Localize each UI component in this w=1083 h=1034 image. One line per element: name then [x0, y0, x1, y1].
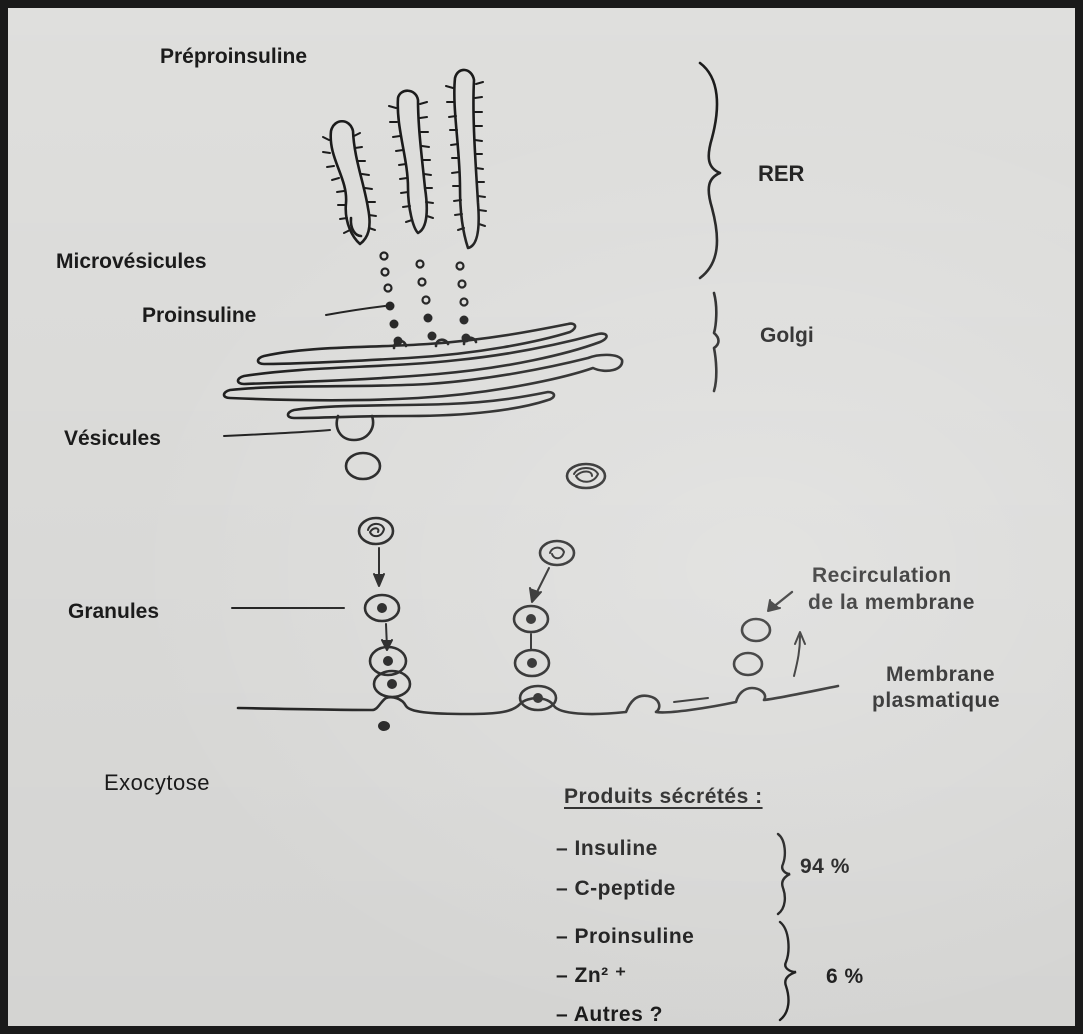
- product-item: – Zn² ⁺: [556, 965, 627, 986]
- label-recirculation-1: Recirculation: [812, 565, 952, 586]
- products-title: Produits sécrétés :: [564, 786, 763, 807]
- product-item: – C-peptide: [556, 878, 676, 899]
- golgi-bracket: [714, 293, 719, 391]
- recirculation-vesicles: [734, 592, 805, 676]
- vesicules-pointer: [224, 430, 330, 436]
- label-golgi: Golgi: [760, 325, 814, 346]
- granule-column-middle: [514, 541, 574, 710]
- proinsulin-dots: [386, 302, 471, 346]
- free-vesicle: [346, 453, 380, 479]
- label-proinsuline: Proinsuline: [142, 305, 256, 326]
- label-recirculation-2: de la membrane: [808, 592, 975, 613]
- product-percent-94: 94 %: [800, 856, 850, 877]
- label-rer: RER: [758, 163, 804, 185]
- product-item: – Insuline: [556, 838, 658, 859]
- label-granules: Granules: [68, 601, 159, 622]
- rer-tube-2: [389, 91, 433, 233]
- label-membrane-1: Membrane: [886, 664, 995, 685]
- golgi-apparatus: [224, 324, 622, 440]
- product-item: – Autres ?: [556, 1004, 663, 1025]
- rer-bracket: [700, 63, 720, 278]
- scanned-page: Préproinsuline RER Microvésicules Proins…: [8, 8, 1075, 1026]
- membrane-pointer: [674, 698, 708, 702]
- insulin-secretion-diagram: [8, 8, 1075, 1026]
- proinsuline-pointer: [326, 306, 385, 315]
- immature-granule: [567, 464, 605, 488]
- rer-tube-3: [446, 70, 486, 248]
- label-microvesicules: Microvésicules: [56, 251, 207, 272]
- label-exocytose: Exocytose: [104, 772, 210, 794]
- label-preproinsuline: Préproinsuline: [160, 46, 307, 67]
- microvesicles: [381, 253, 468, 306]
- label-membrane-2: plasmatique: [872, 690, 1000, 711]
- product-item: – Proinsuline: [556, 926, 694, 947]
- label-vesicules: Vésicules: [64, 428, 161, 449]
- rer-tube-1: [323, 121, 376, 244]
- product-percent-6: 6 %: [826, 966, 864, 987]
